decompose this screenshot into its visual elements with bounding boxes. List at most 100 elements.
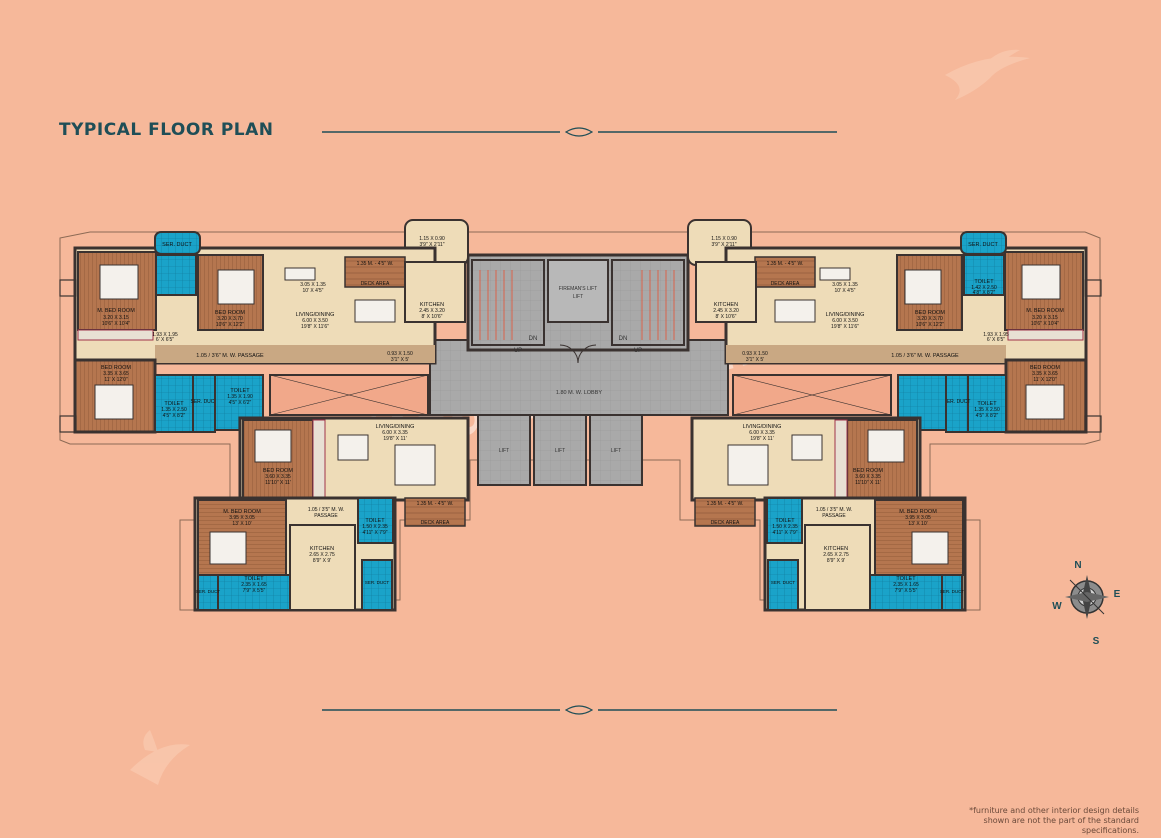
living-dim-ft: 19'8" X 11' bbox=[383, 436, 406, 442]
toilet2-dim: 1.35 X 1.90 bbox=[227, 394, 253, 400]
bed2-dim-ft: 11' X 12'0" bbox=[1033, 377, 1057, 383]
bottom-divider bbox=[322, 705, 837, 715]
stair-dn-label-right: DN bbox=[619, 336, 628, 342]
deck-area bbox=[694, 497, 756, 527]
core: FIREMAN'S LIFT LIFT UP DN UP DN 1.80 M. … bbox=[404, 219, 752, 486]
lift-label-c: LIFT bbox=[611, 448, 621, 454]
mbed-dim: 3.95 X 3.05 bbox=[229, 515, 255, 521]
stair-right bbox=[611, 259, 685, 346]
svg-text:LIFT: LIFT bbox=[573, 294, 583, 300]
toilet-a-label: TOILET bbox=[974, 279, 994, 285]
toilet-a-dim: 1.93 X 1.95 bbox=[152, 332, 178, 338]
kitchen-floor bbox=[404, 261, 466, 323]
ser-duct-label: SER. DUCT bbox=[162, 242, 192, 248]
ser-duct2-label: SER. DUCT bbox=[944, 399, 971, 405]
kitchen-label: KITCHEN bbox=[420, 302, 444, 308]
bed-dim-ft: 11'10" X 11' bbox=[855, 480, 881, 486]
lift-shaft-a bbox=[477, 414, 531, 486]
mbed-label: M. BED ROOM bbox=[1026, 308, 1064, 314]
deck-dim: 1.35 M. - 4'5" W. bbox=[357, 261, 394, 267]
toilet2-dim: 2.35 X 1.65 bbox=[241, 582, 267, 588]
wc-dim-ft: 3'1" X 5' bbox=[391, 357, 409, 363]
wc-dim-ft: 3'1" X 5' bbox=[746, 357, 764, 363]
living-dim-ft: 19'8" X 11' bbox=[750, 436, 773, 442]
living-dim: 6.00 X 3.35 bbox=[749, 430, 775, 436]
toilet2-label: TOILET bbox=[896, 576, 916, 582]
lobby-floor bbox=[429, 339, 729, 416]
living-dim: 6.00 X 3.35 bbox=[382, 430, 408, 436]
kitchen-dim: 2.65 X 2.75 bbox=[823, 552, 849, 558]
bed-dim: 3.20 X 3.70 bbox=[217, 316, 243, 322]
compass-icon: N S E W bbox=[1052, 560, 1120, 647]
deck-dim: 1.35 M. - 4'5" W. bbox=[707, 501, 744, 507]
kitchen-dim: 2.45 X 3.20 bbox=[713, 308, 739, 314]
bed-dim: 3.60 X 3.35 bbox=[265, 474, 291, 480]
util-dim: 1.15 X 0.90 bbox=[419, 236, 445, 242]
living-label: LIVING/DINING bbox=[376, 424, 415, 430]
living-label: LIVING/DINING bbox=[743, 424, 782, 430]
mbed-dim-ft: 13' X 10' bbox=[232, 521, 251, 527]
ser-duct-label: SER. DUCT bbox=[196, 589, 221, 594]
living-label: LIVING/DINING bbox=[296, 312, 335, 318]
passage-label: 1.05 / 3'5" M. W. bbox=[308, 507, 344, 513]
ser-duct-label: SER. DUCT bbox=[940, 589, 965, 594]
toilet-dim-ft: 4'11" X 7'9" bbox=[362, 530, 387, 536]
flat-top-right: SER. DUCT TOILET 1.42 X 2.50 4'8" X 8'2"… bbox=[695, 231, 1102, 434]
lift-shaft-c bbox=[589, 414, 643, 486]
lift-label-b: LIFT bbox=[555, 448, 565, 454]
kitchen-dim-ft: 8'9" X 9' bbox=[827, 558, 845, 564]
bed-label: BED ROOM bbox=[853, 468, 883, 474]
util-dim-ft: 3'9" X 2'11" bbox=[711, 242, 736, 248]
top-divider bbox=[322, 127, 837, 137]
small-dim-ft: 10' X 4'5" bbox=[303, 288, 324, 294]
living-dim: 6.00 X 3.50 bbox=[302, 318, 328, 324]
stair-left bbox=[471, 259, 545, 346]
toilet-label: TOILET bbox=[365, 518, 385, 524]
bed-dim: 3.20 X 3.70 bbox=[917, 316, 943, 322]
deck-area bbox=[404, 497, 466, 527]
util-dim-ft: 3'9" X 2'11" bbox=[419, 242, 444, 248]
toilet2-label: TOILET bbox=[244, 576, 264, 582]
toilet-b-dim: 1.93 X 1.95 bbox=[983, 332, 1009, 338]
bed2-label: BED ROOM bbox=[1030, 365, 1060, 371]
toilet-label: TOILET bbox=[775, 518, 795, 524]
bed-dim-ft: 10'6" X 12'2" bbox=[216, 322, 244, 328]
mbed-label: M. BED ROOM bbox=[223, 509, 261, 515]
kitchen-label: KITCHEN bbox=[310, 546, 334, 552]
toilet-dim-ft: 4'5" X 8'2" bbox=[976, 413, 999, 419]
bird-icon bbox=[130, 730, 190, 785]
passage-label: 1.05 / 3'5" M. W. bbox=[816, 507, 852, 513]
kitchen-dim: 2.65 X 2.75 bbox=[309, 552, 335, 558]
ser-duct-label: SER. DUCT bbox=[968, 242, 998, 248]
flat-bottom-left: BED ROOM 3.60 X 3.35 11'10" X 11' LIVING… bbox=[193, 416, 470, 612]
mbed-dim-ft: 10'6" X 10'4" bbox=[1031, 321, 1059, 327]
compass-e: E bbox=[1114, 589, 1121, 600]
deck-dim: 1.35 M. - 4'5" W. bbox=[417, 501, 454, 507]
stair-dn-label-left: DN bbox=[529, 336, 538, 342]
bed-label: BED ROOM bbox=[263, 468, 293, 474]
small-dim-ft: 10' X 4'5" bbox=[835, 288, 856, 294]
toilet2-dim-ft: 4'5" X 6'2" bbox=[229, 400, 252, 406]
bed-dim: 3.60 X 3.35 bbox=[855, 474, 881, 480]
deck-dim: 1.35 M. - 4'5" W. bbox=[767, 261, 804, 267]
bed-dim-ft: 10'6" X 12'2" bbox=[916, 322, 944, 328]
deck-label: DECK AREA bbox=[771, 281, 800, 287]
passage-label: 1.05 / 3'6" M. W. PASSAGE bbox=[196, 353, 264, 359]
deck-label: DECK AREA bbox=[421, 520, 450, 526]
ser-duct2-label: SER. DUCT bbox=[771, 580, 796, 585]
toilet2-dim-ft: 7'9" X 5'5" bbox=[895, 588, 918, 594]
page-title: TYPICAL FLOOR PLAN bbox=[59, 120, 274, 140]
kitchen-label: KITCHEN bbox=[824, 546, 848, 552]
toilet2-dim: 2.35 X 1.65 bbox=[893, 582, 919, 588]
living-label: LIVING/DINING bbox=[826, 312, 865, 318]
passage-label: 1.05 / 3'6" M. W. PASSAGE bbox=[891, 353, 959, 359]
kitchen-label: KITCHEN bbox=[714, 302, 738, 308]
wc-dim: 0.93 X 1.50 bbox=[387, 351, 413, 357]
bedroom2-floor bbox=[1004, 358, 1088, 434]
toilet2-dim-ft: 7'9" X 5'5" bbox=[243, 588, 266, 594]
stair-up-label-left: UP bbox=[514, 348, 522, 354]
small-dim: 3.05 X 1.35 bbox=[832, 282, 858, 288]
toilet-a-dim-ft: 4'8" X 8'2" bbox=[973, 290, 996, 296]
